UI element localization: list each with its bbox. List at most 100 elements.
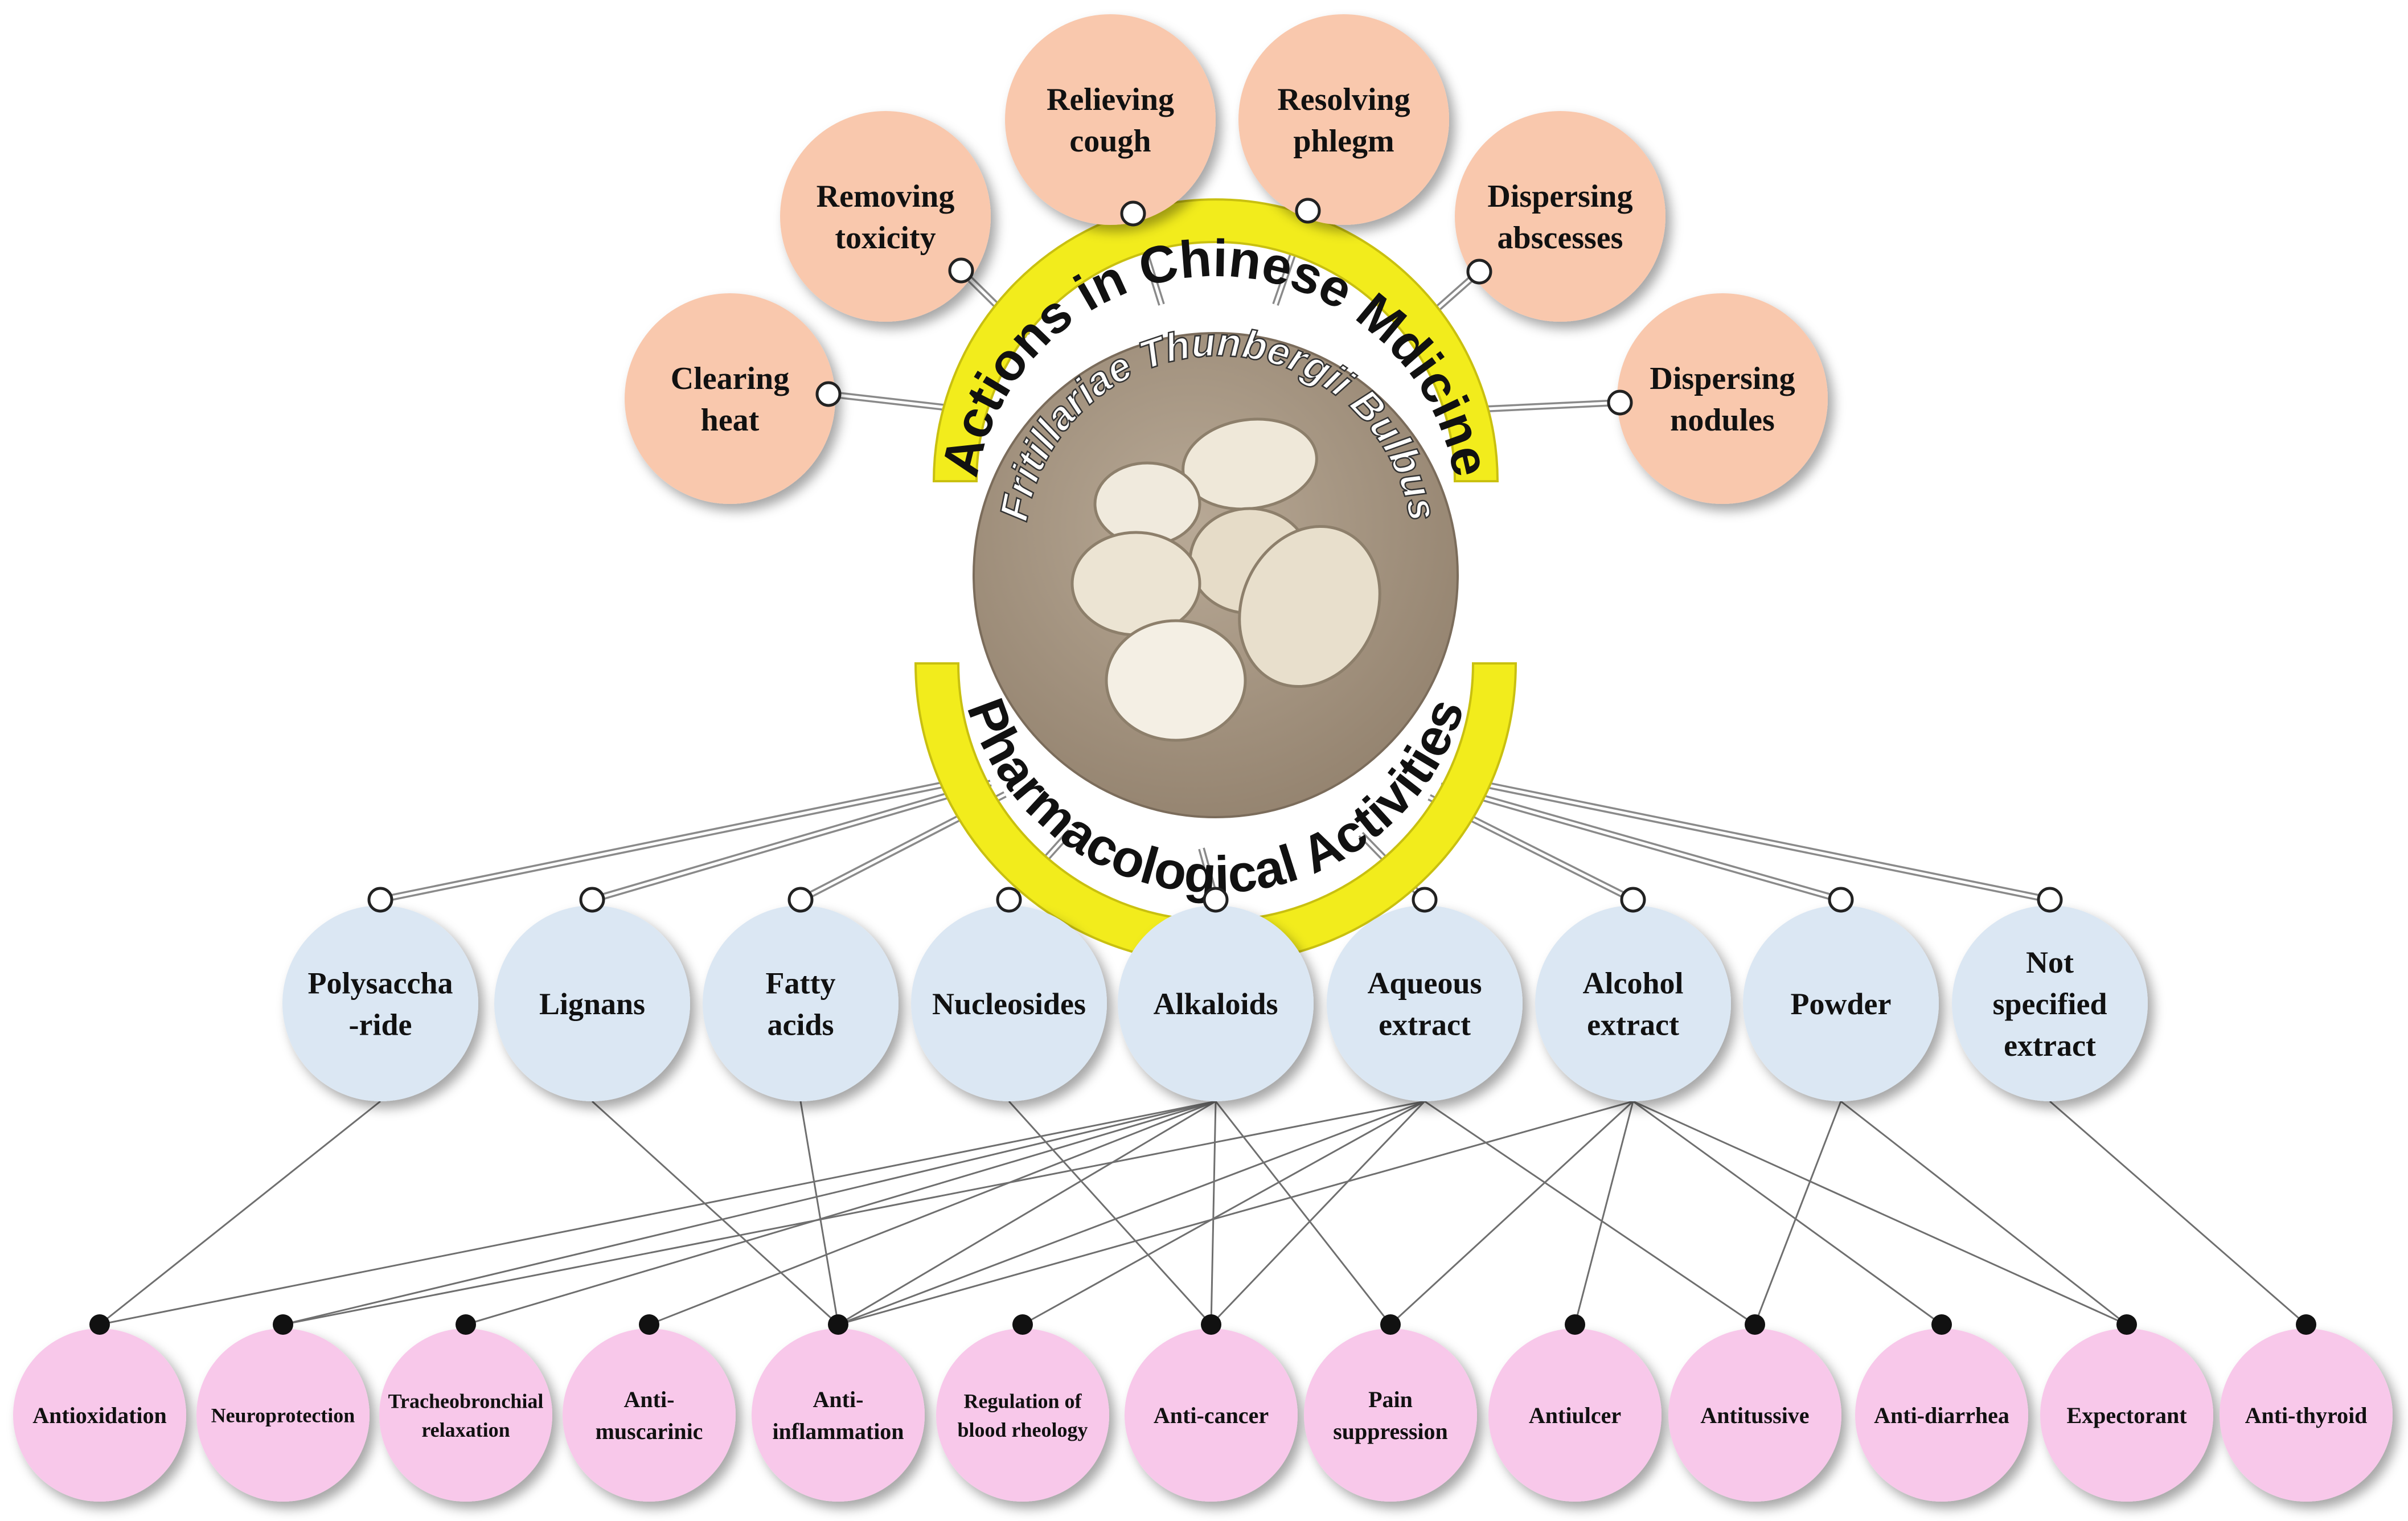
- connector-dot: [2296, 1314, 2316, 1335]
- link-fatty-acids-to-anti-inflammation: [799, 1101, 839, 1325]
- link-aqueous-extract-to-anti-cancer: [1210, 1100, 1426, 1326]
- node-label-line: inflammation: [772, 1418, 904, 1444]
- node-label-line: Anti-: [813, 1387, 864, 1412]
- node-label-line: extract: [2004, 1028, 2096, 1063]
- connector-dot: [996, 887, 1022, 913]
- node-label-line: Lignans: [539, 987, 645, 1021]
- activity-node-anti-thyroid: Anti-thyroid: [2220, 1314, 2393, 1502]
- activity-circle: [379, 1329, 552, 1502]
- link-alkaloids-to-neuroprotection: [282, 1100, 1216, 1326]
- node-label-line: suppression: [1333, 1418, 1448, 1444]
- source-node-not-specified-extract: Not specified extract: [1952, 887, 2148, 1101]
- connector-dot: [1620, 887, 1646, 913]
- spoke-highlight: [1440, 784, 1841, 901]
- connector-dot: [1412, 887, 1438, 913]
- activity-node-pain-suppression: Pain suppression: [1304, 1314, 1477, 1502]
- node-label-line: Dispersing: [1487, 179, 1632, 214]
- source-node-alkaloids: Alkaloids: [1118, 887, 1314, 1101]
- connector-dot: [1607, 390, 1633, 416]
- link-powder-to-antitussive: [1754, 1101, 1842, 1325]
- spoke-highlight: [1463, 401, 1621, 412]
- node-label-line: nodules: [1670, 403, 1775, 438]
- activity-circle: [1125, 1329, 1298, 1502]
- connector-dot: [815, 381, 842, 407]
- node-label-line: acids: [767, 1007, 834, 1042]
- connector-dot: [787, 887, 814, 913]
- center-emblem: Actions in Chinese Mdicine Fritillariae …: [914, 198, 1517, 965]
- node-label-line: Anti-diarrhea: [1874, 1403, 2009, 1428]
- action-circle: [1005, 14, 1216, 225]
- action-circle: [1455, 111, 1666, 322]
- source-node-lignans: Lignans: [494, 887, 690, 1101]
- source-node-nucleosides: Nucleosides: [911, 887, 1107, 1101]
- node-label-line: Antitussive: [1700, 1403, 1809, 1428]
- activity-circle: [1855, 1329, 2028, 1502]
- link-alkaloids-to-anti-inflammation: [838, 1100, 1216, 1326]
- source-node-powder: Powder: [1743, 887, 1939, 1101]
- source-circle: [703, 905, 899, 1101]
- connector-dot: [1931, 1314, 1952, 1335]
- connector-dot: [828, 1314, 848, 1335]
- link-polysaccharide-to-antioxidation: [99, 1100, 381, 1326]
- node-label-line: heat: [701, 403, 760, 438]
- node-label-line: Clearing: [671, 361, 789, 396]
- tcm-actions: Clearing heat Removing toxicity Relieving cou…: [625, 14, 1828, 504]
- source-circle: [1327, 905, 1523, 1101]
- connector-dot: [1012, 1314, 1033, 1335]
- connector-dot: [89, 1314, 110, 1335]
- activity-circle: [936, 1329, 1109, 1502]
- action-node-clearing-heat: Clearing heat: [625, 293, 842, 504]
- node-label-line: Not: [2026, 945, 2074, 979]
- link-aqueous-extract-to-regulation-of-blood-rheology: [1022, 1100, 1425, 1326]
- activity-node-antiulcer: Antiulcer: [1488, 1314, 1662, 1502]
- source-circle: [1535, 905, 1731, 1101]
- connector-dot: [456, 1314, 476, 1335]
- node-label-line: Regulation of: [964, 1389, 1082, 1412]
- link-alcohol-extract-to-antiulcer: [1574, 1101, 1634, 1325]
- connector-dot: [1828, 887, 1854, 913]
- activity-node-anti-cancer: Anti-cancer: [1125, 1314, 1298, 1502]
- activity-circle: [1488, 1329, 1662, 1502]
- connector-dot: [948, 257, 974, 284]
- connector-dot: [1203, 887, 1229, 913]
- action-node-relieving-cough: Relieving cough: [1005, 14, 1216, 227]
- node-label-line: Alkaloids: [1153, 987, 1278, 1021]
- connector-dot: [2116, 1314, 2137, 1335]
- action-circle: [1238, 14, 1449, 225]
- connector-dot: [367, 887, 393, 913]
- node-label-line: Aqueous: [1367, 966, 1482, 1000]
- link-alcohol-extract-to-pain-suppression: [1389, 1100, 1634, 1326]
- source-circle: [1952, 905, 2148, 1101]
- activity-node-anti-inflammation: Anti-inflammation: [752, 1314, 925, 1502]
- node-label-line: Pain: [1368, 1387, 1413, 1412]
- node-label-line: Removing: [817, 179, 955, 214]
- activity-circle: [196, 1329, 370, 1502]
- connector-dot: [1120, 200, 1146, 227]
- link-alcohol-extract-to-expectorant: [1632, 1100, 2127, 1326]
- node-label-line: specified: [1993, 987, 2107, 1021]
- connector-dot: [1380, 1314, 1401, 1335]
- activity-node-expectorant: Expectorant: [2040, 1314, 2213, 1502]
- material-sources: Polysaccha-rideLignansFattyacidsNucleosi…: [282, 887, 2148, 1101]
- activity-circle: [13, 1329, 186, 1502]
- node-label-line: toxicity: [835, 220, 936, 256]
- node-label-line: Alcohol: [1582, 966, 1683, 1000]
- activity-circle: [563, 1329, 736, 1502]
- node-label-line: Antiulcer: [1529, 1403, 1621, 1428]
- spoke-highlight: [1449, 776, 2050, 901]
- activity-circle: [752, 1329, 925, 1502]
- source-circle: [494, 905, 690, 1101]
- node-label-line: Nucleosides: [932, 987, 1086, 1021]
- link-aqueous-extract-to-neuroprotection: [282, 1100, 1425, 1326]
- action-circle: [625, 293, 835, 504]
- node-label-line: cough: [1069, 124, 1151, 159]
- node-label-line: Relieving: [1047, 82, 1174, 117]
- activity-node-antioxidation: Antioxidation: [13, 1314, 186, 1502]
- activity-links: [99, 1100, 2307, 1326]
- link-nucleosides-to-anti-cancer: [1008, 1100, 1212, 1326]
